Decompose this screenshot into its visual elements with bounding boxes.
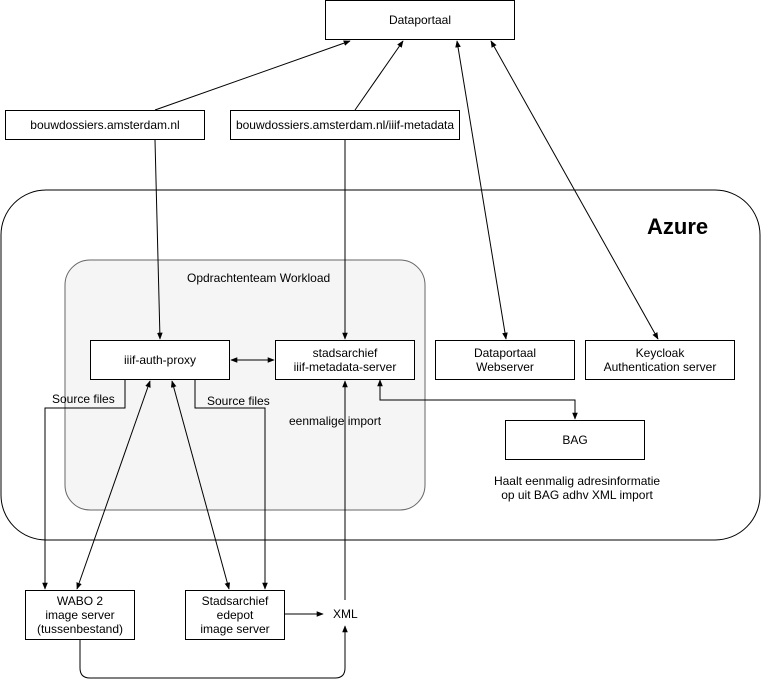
keycloak-line-1: Keycloak <box>635 346 685 360</box>
wabo-image-server-node: WABO 2 image server (tussenbestand) <box>25 590 135 640</box>
workload-title: Opdrachtenteam Workload <box>187 271 331 285</box>
dataportaal-webserver-line-1: Dataportaal <box>473 346 537 360</box>
edge-dataportaal-keycloak <box>490 40 659 340</box>
edepot-line-3: image server <box>200 622 270 636</box>
dataportaal-node: Dataportaal <box>325 0 515 40</box>
bag-note-line-2: op uit BAG adhv XML import <box>501 488 653 502</box>
edge-bouwdossiers-authproxy <box>154 139 163 340</box>
dataportaal-label: Dataportaal <box>388 13 452 27</box>
eenmalige-import-label: eenmalige import <box>289 414 382 428</box>
iiif-auth-proxy-label: iiif-auth-proxy <box>123 353 197 367</box>
azure-title: Azure <box>647 214 709 239</box>
edge-wabo-xml <box>79 625 348 679</box>
keycloak-line-2: Authentication server <box>603 360 717 374</box>
keycloak-node: Keycloak Authentication server <box>585 340 735 380</box>
bouwdossiers-node: bouwdossiers.amsterdam.nl <box>5 110 205 140</box>
dataportaal-webserver-node: Dataportaal Webserver <box>435 340 575 380</box>
workload-group <box>64 259 426 511</box>
source-files-label-right: Source files <box>207 394 270 408</box>
bouwdossiers-metadata-label: bouwdossiers.amsterdam.nl/iiif-metadata <box>235 118 455 132</box>
metadata-server-line-1: stadsarchief <box>312 346 378 360</box>
bag-note-line-1: Haalt eenmalig adresinformatie <box>493 474 661 488</box>
metadata-server-line-2: iiif-metadata-server <box>293 360 397 374</box>
edepot-image-server-node: Stadsarchief edepot image server <box>185 590 285 640</box>
bouwdossiers-metadata-node: bouwdossiers.amsterdam.nl/iiif-metadata <box>230 110 460 140</box>
wabo-line-1: WABO 2 <box>56 594 104 608</box>
edge-edepot-authproxy <box>170 380 231 590</box>
source-files-label-left: Source files <box>52 392 115 406</box>
dataportaal-webserver-line-2: Webserver <box>476 360 534 374</box>
bag-label: BAG <box>562 433 588 447</box>
wabo-line-3: (tussenbestand) <box>36 622 124 636</box>
bouwdossiers-label: bouwdossiers.amsterdam.nl <box>30 118 180 132</box>
bag-note: Haalt eenmalig adresinformatie op uit BA… <box>482 474 672 502</box>
iiif-auth-proxy-node: iiif-auth-proxy <box>90 340 230 380</box>
xml-label: XML <box>333 607 358 621</box>
edge-bouwdossiers-dataportaal <box>154 40 351 111</box>
edepot-line-2: edepot <box>216 608 254 622</box>
bag-node: BAG <box>505 420 645 460</box>
metadata-server-node: stadsarchief iiif-metadata-server <box>275 340 415 380</box>
edge-wabo-authproxy <box>76 380 151 590</box>
edge-metadataserver-bag <box>377 379 578 420</box>
edepot-line-1: Stadsarchief <box>201 594 269 608</box>
edge-bouwdossiers-meta-dataportaal <box>354 40 404 111</box>
wabo-line-2: image server <box>45 608 115 622</box>
